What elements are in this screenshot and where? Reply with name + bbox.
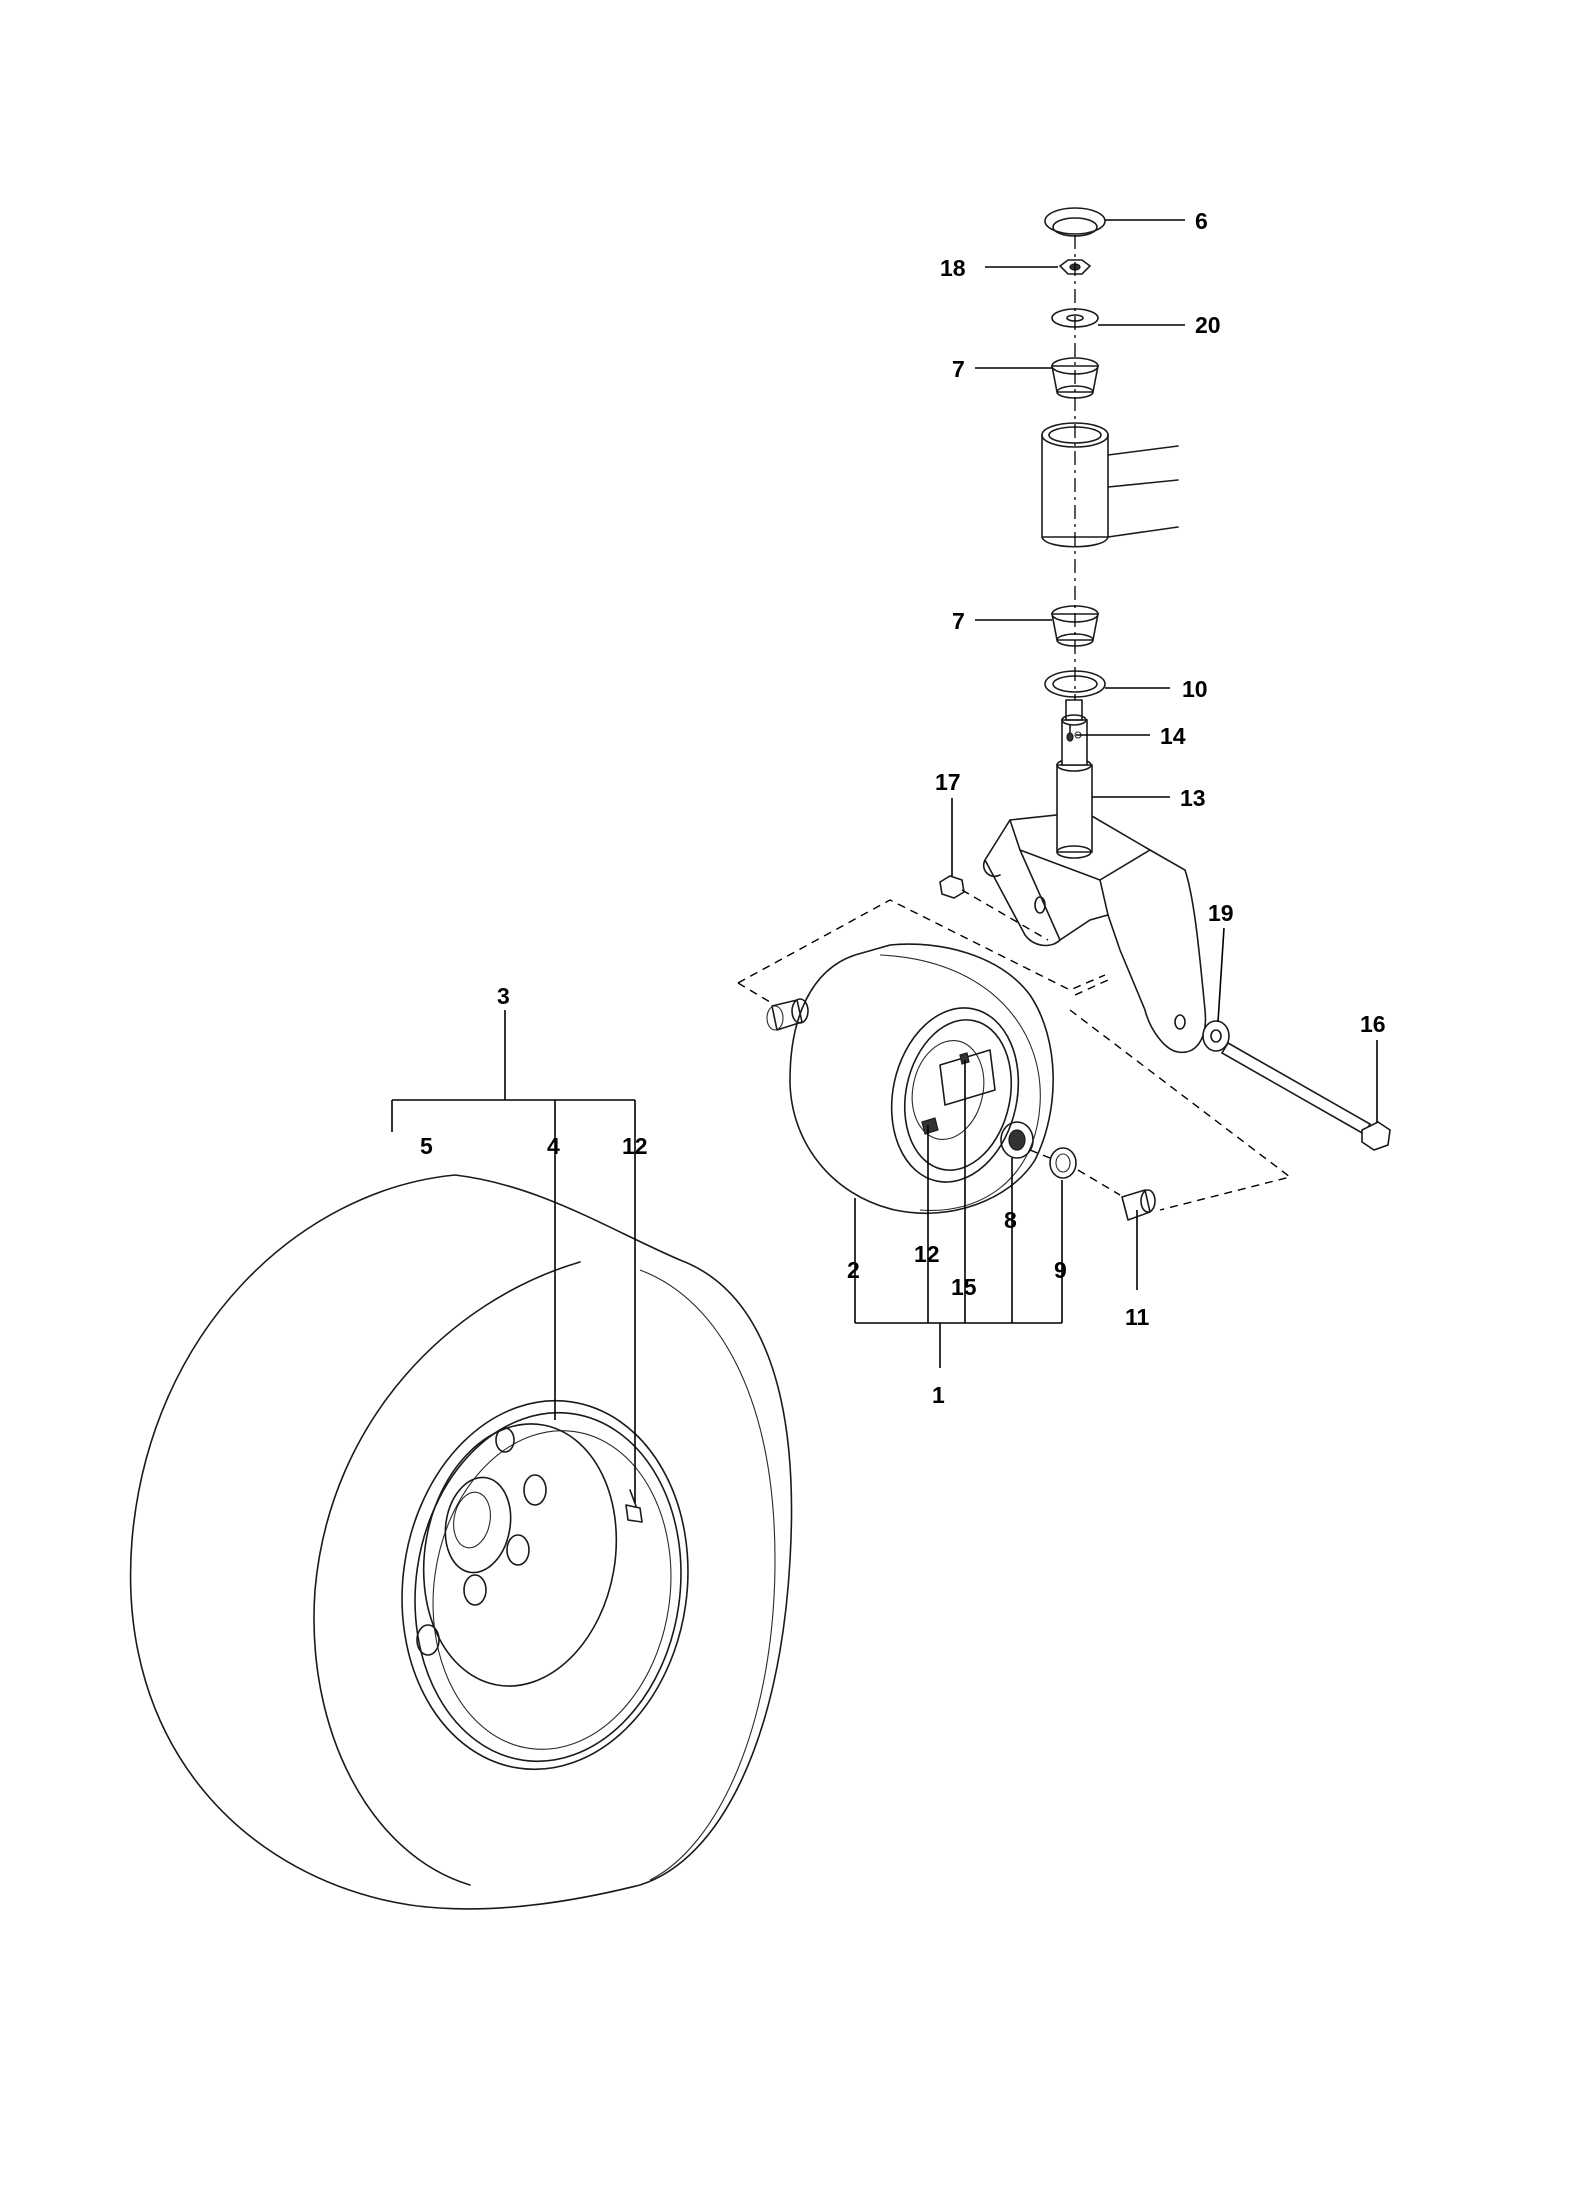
nut-17 [939, 875, 965, 899]
callout-12-large: 12 [622, 1133, 648, 1159]
callout-6: 6 [1195, 208, 1208, 234]
callout-7-bottom: 7 [952, 608, 965, 634]
callout-1: 1 [932, 1382, 945, 1408]
callout-2: 2 [847, 1257, 860, 1283]
callout-9: 9 [1054, 1257, 1067, 1283]
callout-labels: 6 18 20 7 7 10 14 13 17 19 16 3 5 4 12 8… [420, 208, 1386, 1408]
callout-13: 13 [1180, 785, 1206, 811]
pivot-tube [1041, 422, 1179, 548]
callout-4: 4 [547, 1133, 560, 1159]
callout-8: 8 [1004, 1207, 1017, 1233]
callout-16: 16 [1360, 1011, 1386, 1037]
spacer-left [766, 998, 809, 1031]
spacer-11 [1121, 1189, 1156, 1221]
assembly-lines [737, 235, 1292, 1211]
callout-10: 10 [1182, 676, 1208, 702]
callout-15: 15 [951, 1274, 977, 1300]
leader-lines [391, 219, 1378, 1503]
callout-18: 18 [940, 255, 966, 281]
caster-fork [982, 811, 1207, 1054]
callout-7-top: 7 [952, 356, 965, 382]
bolt-16 [1220, 1041, 1391, 1151]
grease-fitting-14 [1066, 724, 1074, 742]
callout-11: 11 [1125, 1304, 1150, 1330]
washer-19 [1202, 1020, 1230, 1052]
callout-5: 5 [420, 1133, 433, 1159]
callout-12-small: 12 [914, 1241, 940, 1267]
dust-cap-6 [1044, 207, 1106, 237]
callout-14: 14 [1160, 723, 1186, 749]
bearing-8 [1000, 1121, 1034, 1159]
spindle-13 [1056, 699, 1093, 859]
callout-17: 17 [935, 769, 961, 795]
callout-3: 3 [497, 983, 510, 1009]
large-wheel-assembly [129, 1174, 793, 1910]
seal-9 [1049, 1147, 1077, 1179]
caster-wheel [789, 943, 1054, 1214]
callout-19: 19 [1208, 900, 1234, 926]
callout-20: 20 [1195, 312, 1221, 338]
